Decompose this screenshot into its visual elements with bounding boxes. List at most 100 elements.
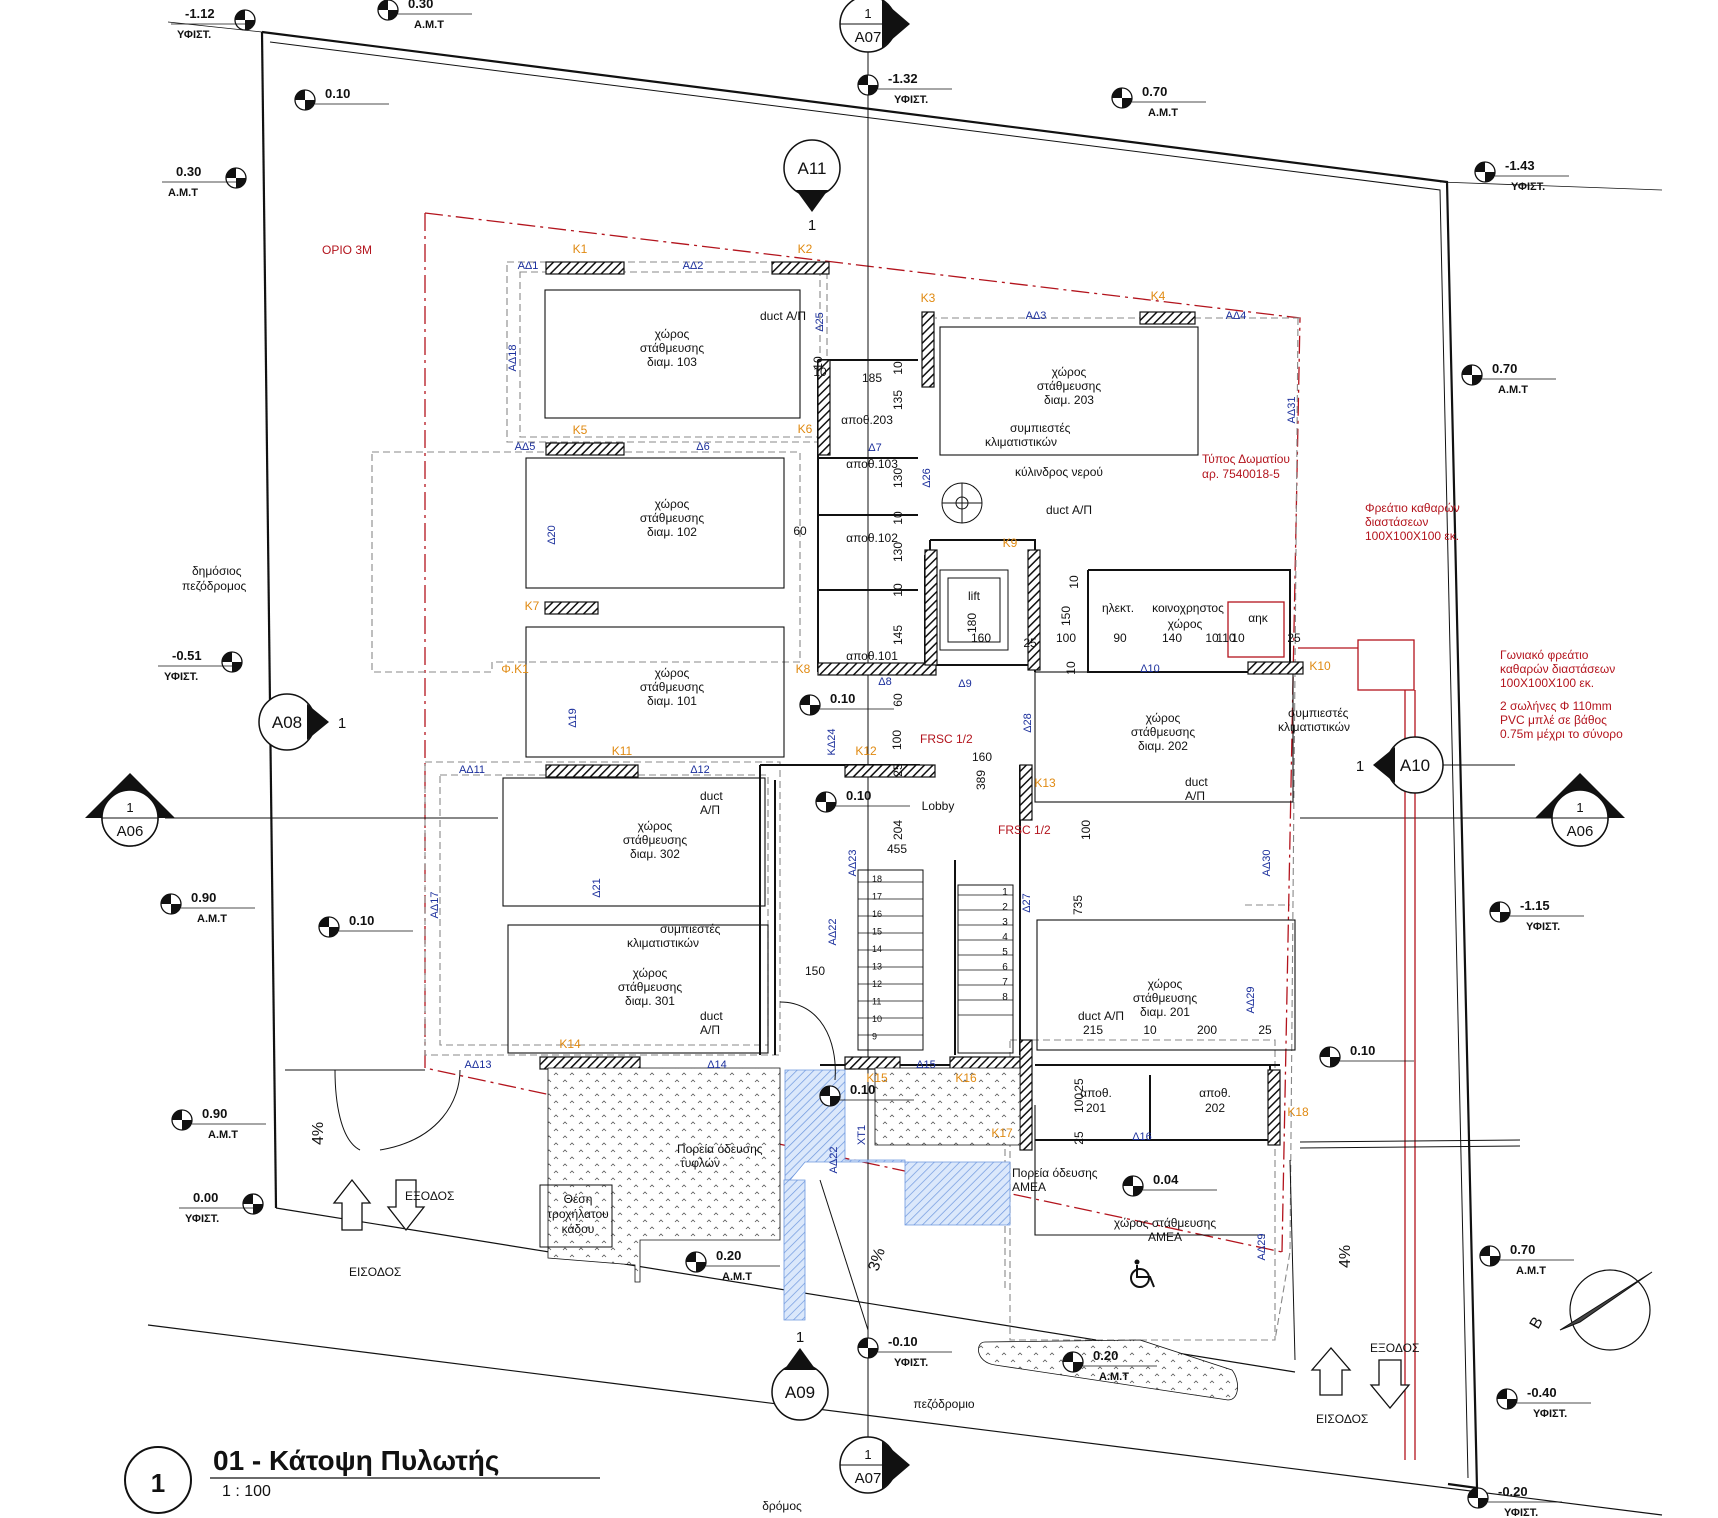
corner-pit-note: καθαρών διαστάσεων	[1500, 662, 1615, 676]
dimension-label: 204	[891, 820, 905, 840]
stair-number: 17	[872, 892, 882, 902]
beam-label: Δ16	[1132, 1131, 1152, 1143]
section-number: 1	[864, 6, 871, 21]
cylinder-note: κύλινδρος νερού	[1015, 465, 1103, 479]
spot-level-ref: ΥΦΙΣΤ.	[894, 94, 928, 106]
dimension-label: 389	[974, 770, 988, 790]
stair-number: 15	[872, 927, 882, 937]
pipe-note: PVC μπλέ σε βάθος	[1500, 713, 1607, 727]
spot-level-ref: Α.Μ.Τ	[168, 187, 198, 199]
drainage-pits	[1227, 601, 1416, 1460]
room-label: αποθ.	[1199, 1086, 1231, 1100]
room-type-note: αρ. 7540018-5	[1202, 467, 1280, 481]
beam-label: ΑΔ1	[518, 260, 539, 272]
title-scale: 1 : 100	[222, 1483, 271, 1500]
column-label: K4	[1151, 289, 1166, 303]
beam-label: Δ8	[878, 676, 891, 688]
title-block	[124, 1446, 600, 1514]
parking-label: στάθμευσης	[1133, 991, 1197, 1005]
section-name: A09	[785, 1383, 815, 1402]
beam-label: ΑΔ29	[1256, 1234, 1268, 1261]
column-label: K7	[525, 599, 540, 613]
section-number: 1	[126, 800, 133, 815]
exit-label: ΕΞΟΔΟΣ	[1370, 1341, 1419, 1355]
column-label: K12	[855, 744, 877, 758]
room-type-note: Τύπος Δωματίου	[1202, 452, 1290, 466]
column-label: K18	[1287, 1105, 1309, 1119]
spot-level-ref: ΥΦΙΣΤ.	[1526, 921, 1560, 933]
stair-number: 5	[1002, 947, 1008, 958]
spot-level-value: 0.20	[716, 1248, 741, 1263]
beam-label: Δ12	[690, 764, 710, 776]
beam-label: Δ10	[1140, 663, 1160, 675]
structural-columns	[539, 261, 1304, 1151]
spot-level-marker: 0.70Α.Μ.Τ	[1479, 1242, 1574, 1277]
compressor-note: συμπιεστές	[1010, 421, 1071, 435]
parking-label: χώρος	[638, 819, 673, 833]
stair-number: 2	[1002, 902, 1008, 913]
lift-shaft	[939, 569, 1009, 651]
compressor-note: κλιματιστικών	[1278, 720, 1350, 734]
dimension-label: 110	[1216, 631, 1235, 645]
beam-label: ΑΔ4	[1226, 310, 1247, 322]
dimension-label: 10	[1205, 631, 1219, 645]
spot-level-marker: 0.30Α.Μ.Τ	[377, 0, 472, 31]
beam-label: Δ20	[546, 525, 558, 545]
room-label: 202	[1205, 1101, 1225, 1115]
blind-route-note: τυφλών	[680, 1156, 720, 1170]
parking-label: στάθμευσης	[640, 511, 704, 525]
beam-label: Δ26	[921, 468, 933, 488]
beam-label: Δ19	[567, 708, 579, 728]
street-label: δρόμος	[762, 1499, 802, 1513]
grid-axes	[165, 28, 1552, 1465]
parking-label: διαμ. 201	[1140, 1005, 1190, 1019]
spot-level-ref: Α.Μ.Τ	[414, 19, 444, 31]
room-label: αηκ	[1248, 611, 1269, 625]
beam-label: ΑΔ11	[459, 764, 485, 776]
pipe-note: 2 σωλήνες Φ 110mm	[1500, 699, 1612, 713]
beam-label: Δ6	[696, 441, 709, 453]
duct-note: duct	[1185, 775, 1208, 789]
beam-label: Δ27	[1021, 893, 1033, 913]
spot-level-value: -1.43	[1505, 158, 1535, 173]
accessible-route-note: ΑΜΕΑ	[1012, 1180, 1046, 1194]
spot-level-value: 0.10	[325, 86, 350, 101]
parking-bays	[502, 289, 1296, 1236]
dimension-label: 140	[1162, 631, 1182, 645]
street-label: πεζόδρομος	[182, 579, 247, 593]
spot-level-ref: ΥΦΙΣΤ.	[1533, 1408, 1567, 1420]
section-number: 1	[864, 1447, 871, 1462]
pipe-note: 0.75m μέχρι το σύνορο	[1500, 727, 1623, 741]
room-label: lift	[968, 589, 981, 603]
parking-label: διαμ. 301	[625, 994, 675, 1008]
beam-label: ΑΔ5	[515, 441, 536, 453]
stair-number: 10	[872, 1014, 882, 1024]
spot-level-value: -0.40	[1527, 1385, 1557, 1400]
beam-label: ΑΔ17	[429, 892, 441, 919]
beam-label: Δ28	[1022, 713, 1034, 733]
duct-note: duct Α/Π	[1046, 503, 1092, 517]
room-label: αποθ.203	[841, 413, 893, 427]
parking-label: χώρος στάθμευσης	[1114, 1216, 1216, 1230]
entrance-label: ΕΙΣΟΔΟΣ	[1316, 1412, 1368, 1426]
bin-note: Θέση	[564, 1192, 593, 1206]
spot-level-marker: 0.20Α.Μ.Τ	[1062, 1348, 1157, 1383]
column-label: K11	[612, 744, 633, 758]
section-number: 1	[1356, 758, 1364, 775]
dimension-label: 90	[1113, 631, 1127, 645]
room-label: αποθ.	[1080, 1086, 1112, 1100]
stair-number: 16	[872, 909, 882, 919]
spot-level-value: -1.32	[888, 71, 918, 86]
compressor-note: κλιματιστικών	[985, 435, 1057, 449]
column-label: K1	[573, 242, 588, 256]
parking-label: ΑΜΕΑ	[1148, 1230, 1182, 1244]
dimension-label: 25	[1072, 1078, 1086, 1092]
dimension-label: 100	[890, 730, 904, 750]
